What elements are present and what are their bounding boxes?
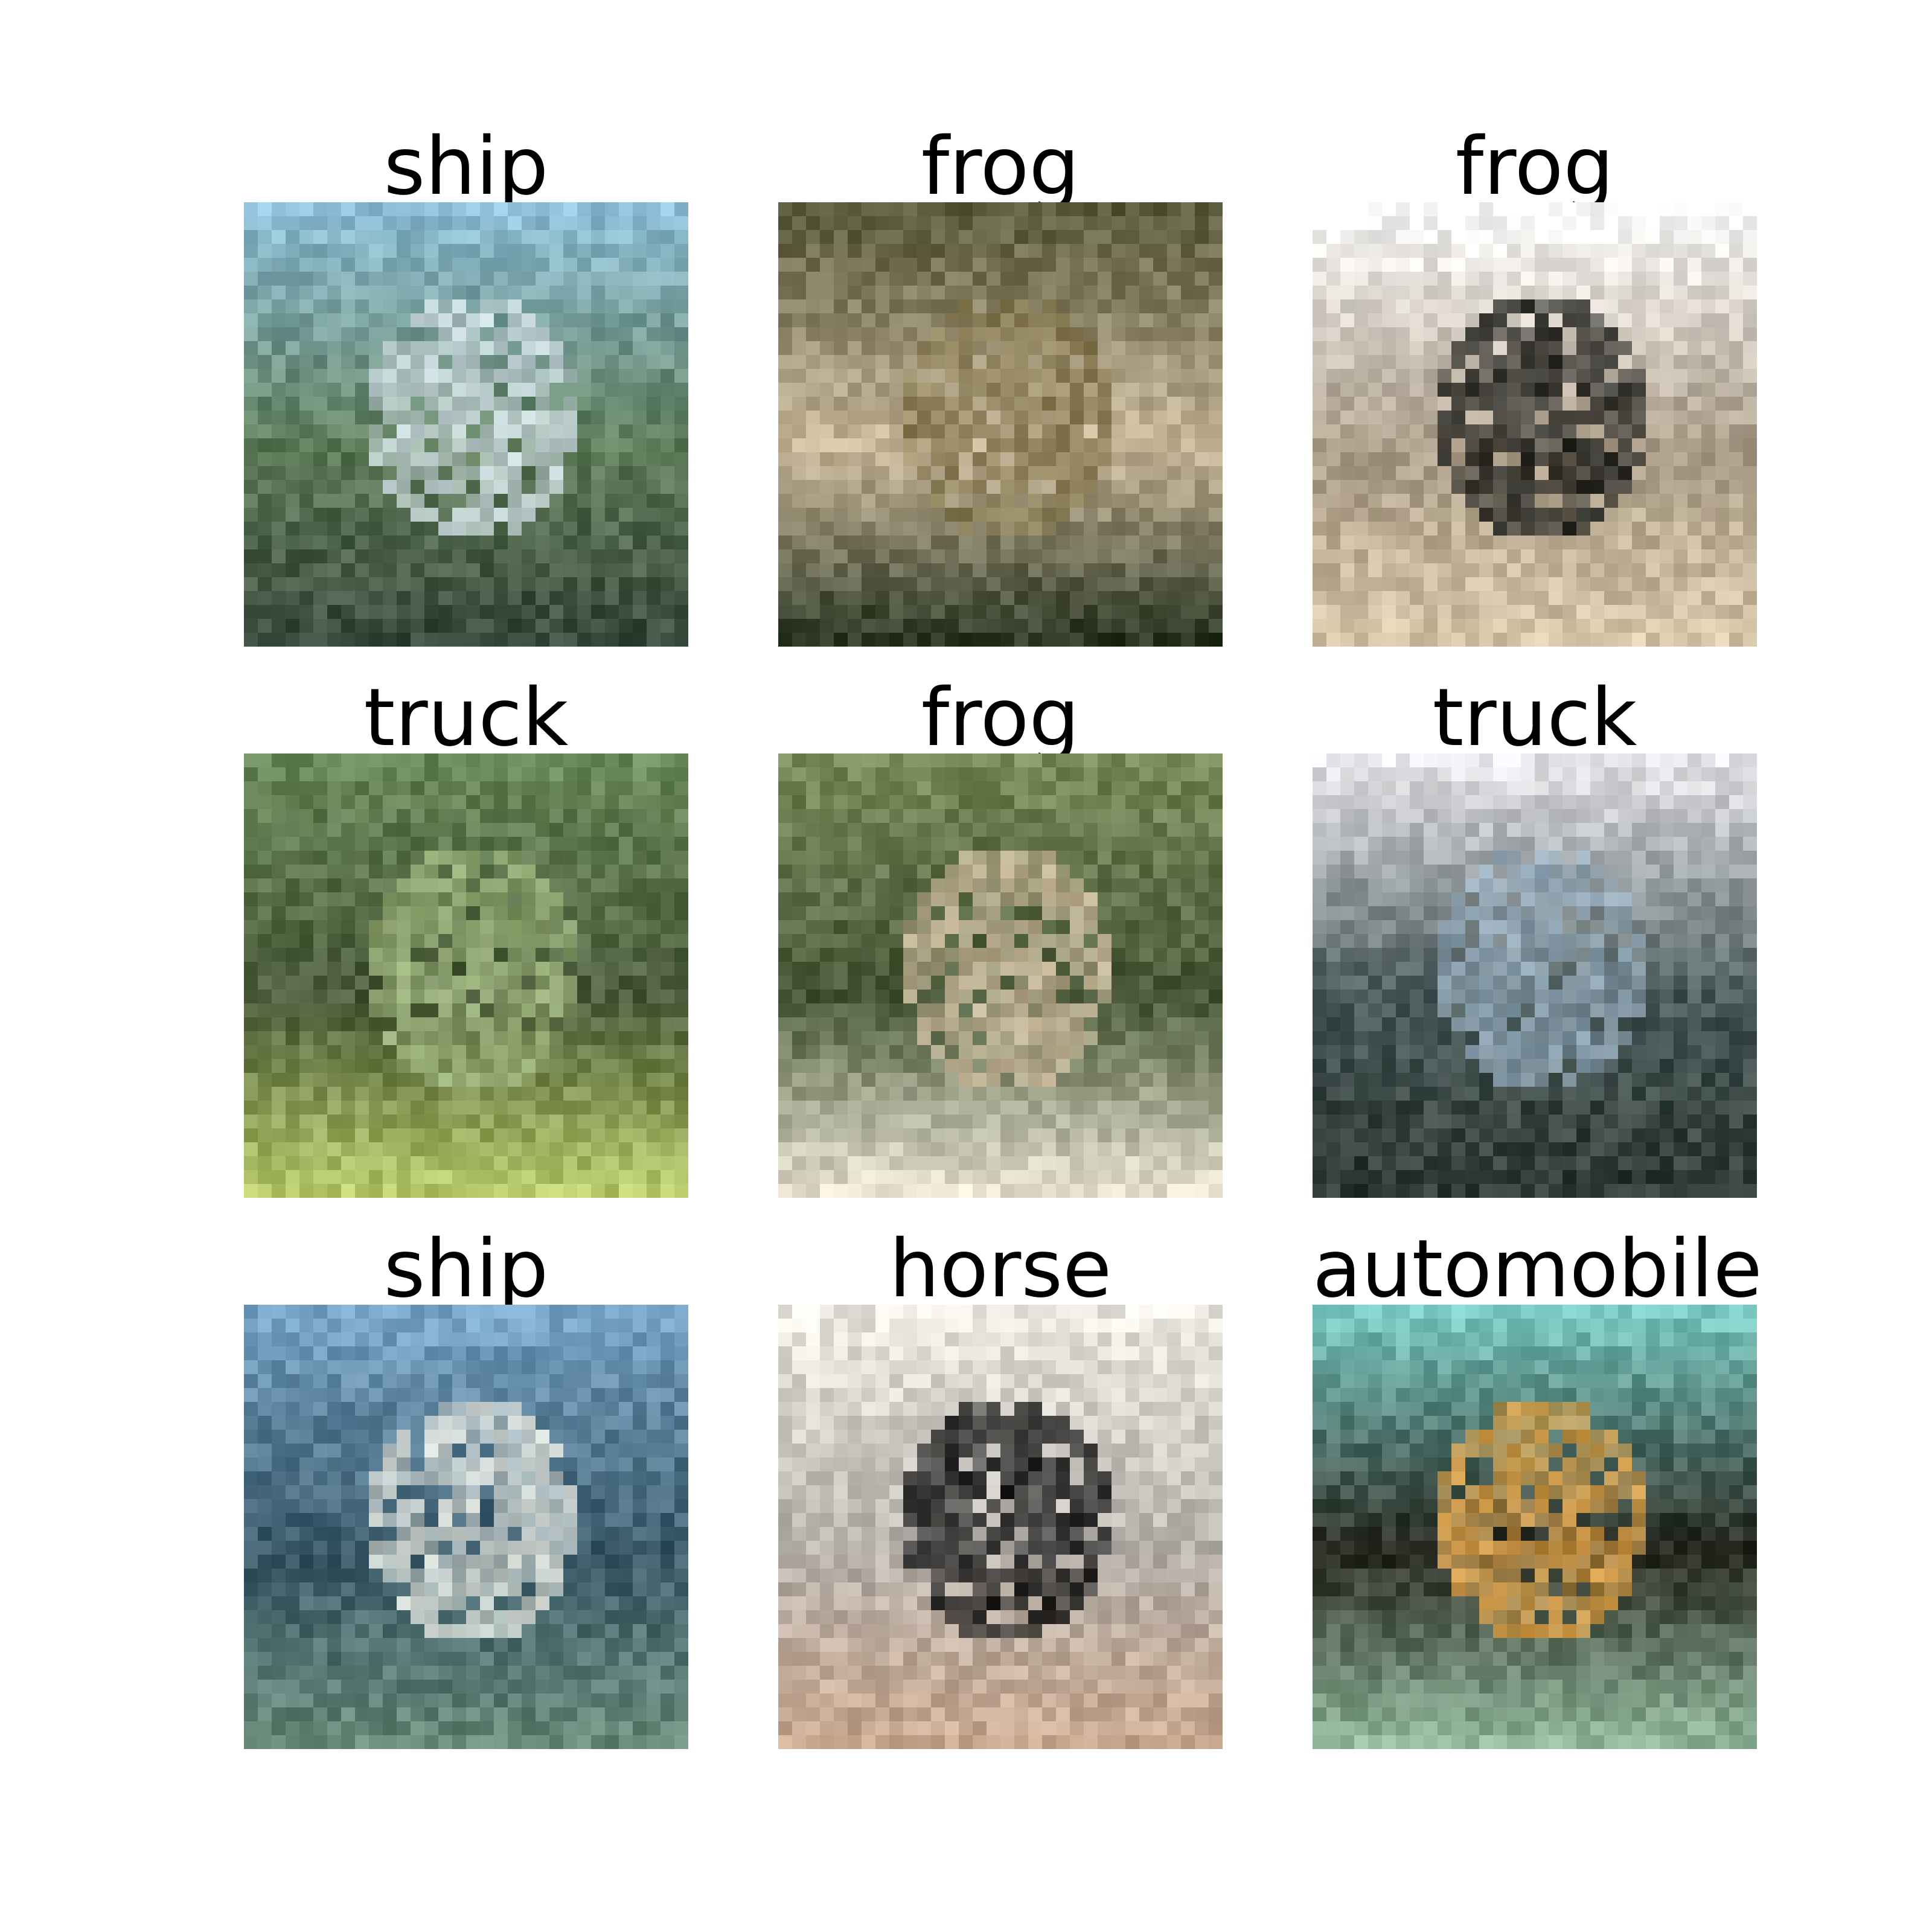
- panel-title: ship: [383, 120, 549, 213]
- panel-title: frog: [1455, 120, 1614, 213]
- sample-image: [778, 202, 1223, 647]
- panel-title: frog: [921, 671, 1080, 764]
- sample-image: [778, 1305, 1223, 1749]
- sample-image: [1313, 753, 1757, 1198]
- panel-title: automobile: [1313, 1223, 1762, 1316]
- sample-image: [1313, 202, 1757, 647]
- sample-image: [244, 1305, 688, 1749]
- panel-title: truck: [1432, 671, 1637, 764]
- sample-image: [244, 202, 688, 647]
- sample-image: [244, 753, 688, 1198]
- sample-image: [1313, 1305, 1757, 1749]
- panel-title: horse: [889, 1223, 1112, 1316]
- panel-title: truck: [363, 671, 569, 764]
- sample-image: [778, 753, 1223, 1198]
- panel-title: ship: [383, 1223, 549, 1316]
- panel-title: frog: [921, 120, 1080, 213]
